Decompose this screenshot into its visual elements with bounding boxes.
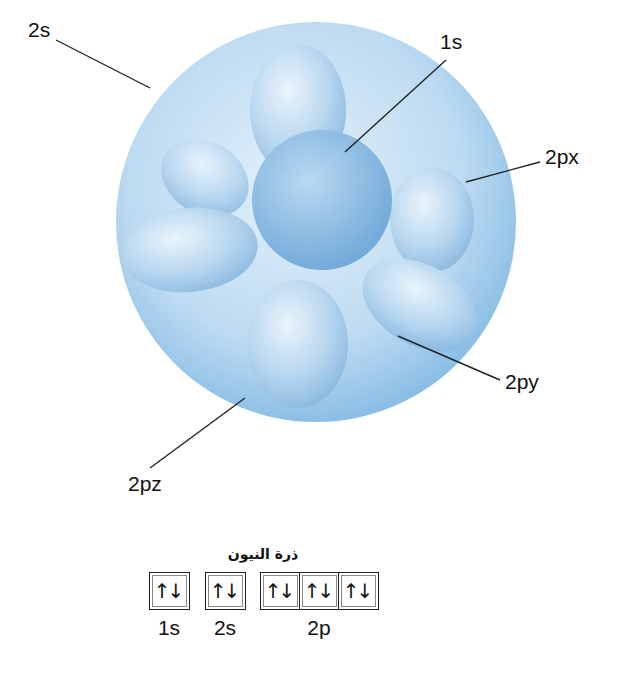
orbital-label: 2py: [505, 370, 539, 393]
orbital-1s: [252, 130, 392, 270]
sublevel-label: 2s: [214, 616, 236, 639]
leader-line: [56, 40, 150, 88]
electron-pair: ↑↓: [343, 581, 374, 601]
electron-pair: ↑↓: [210, 581, 241, 601]
leader-line: [466, 162, 540, 182]
diagram-title: ذرة النيون: [228, 546, 299, 563]
orbital-2s: [116, 22, 516, 422]
orbital-box: ↑↓: [149, 572, 190, 610]
orbital-2py-lobe: [346, 239, 493, 370]
leader-line: [345, 60, 446, 152]
leader-line: [150, 398, 245, 468]
electron-pair: ↑↓: [265, 581, 296, 601]
electron-pair: ↑↓: [154, 581, 185, 601]
orbital-2px-lobe: [118, 201, 262, 299]
orbital-box: ↑↓: [338, 572, 379, 610]
sublevel-label: 1s: [158, 616, 180, 639]
leader-line: [398, 336, 500, 380]
sublevel-label: 2p: [307, 616, 330, 639]
orbital-label: 2pz: [128, 472, 162, 495]
orbital-label: 2px: [545, 145, 579, 168]
orbital-box: ↑↓: [260, 572, 301, 610]
orbital-box: ↑↓: [299, 572, 340, 610]
orbital-label: 1s: [440, 30, 462, 53]
orbital-2px-lobe: [390, 168, 474, 272]
orbital-2pz-lobe: [248, 280, 348, 408]
electron-pair: ↑↓: [304, 581, 335, 601]
orbital-label: 2s: [28, 18, 50, 41]
orbital-box: ↑↓: [205, 572, 246, 610]
